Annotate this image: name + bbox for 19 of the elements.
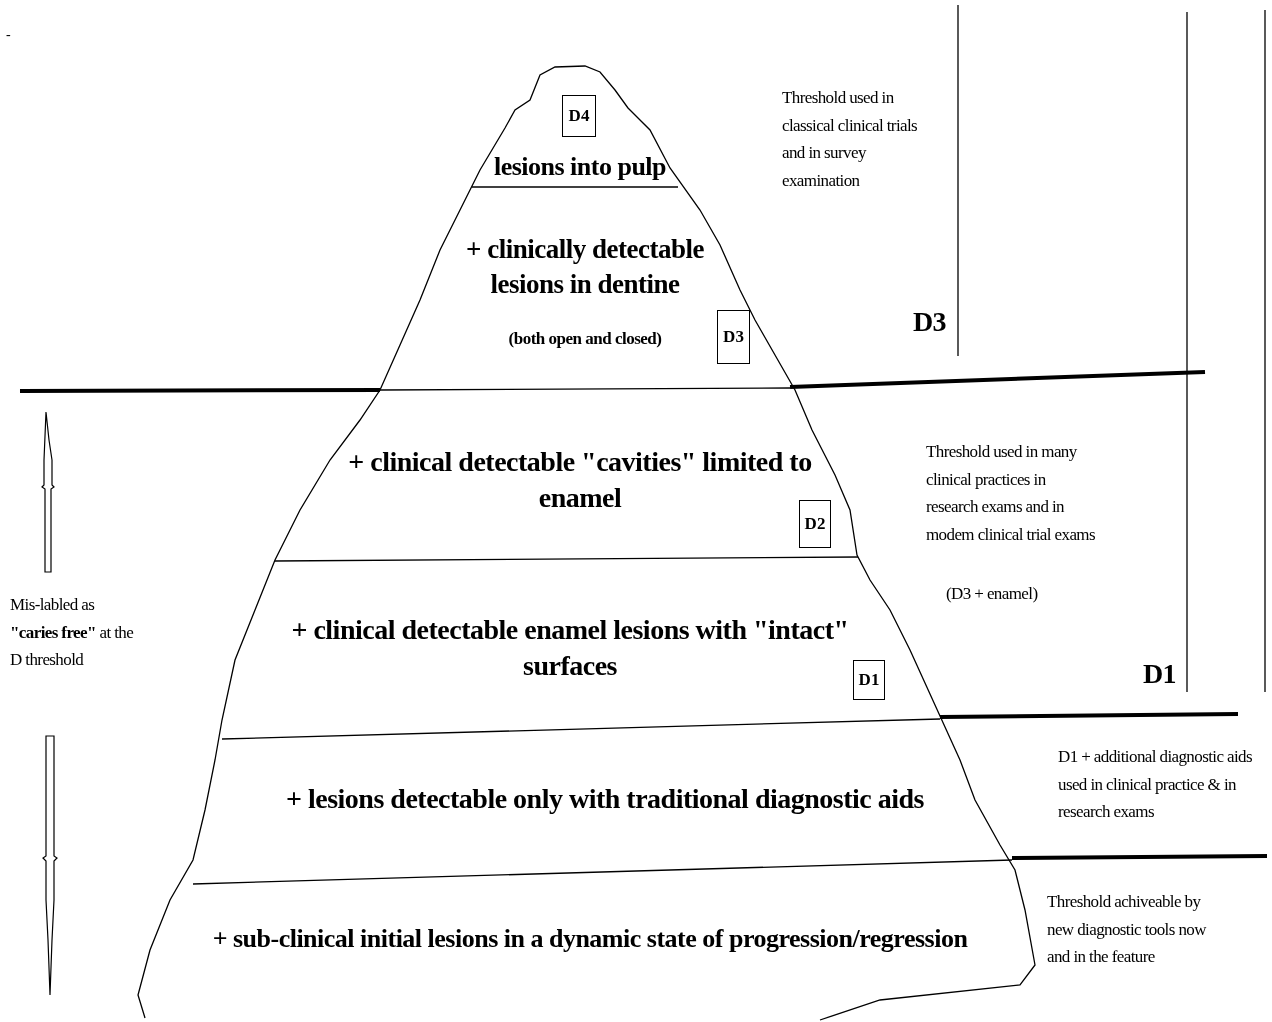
threshold-note: D1 + additional diagnostic aids used in clinical practice & in research exams — [1058, 746, 1253, 824]
layer-note: (both open and closed) — [507, 328, 663, 350]
layer-label: lesions into pulp — [492, 151, 668, 183]
threshold-note: Threshold used in many clinical practices in research exams and in modem clinical trial exams — [926, 441, 1096, 546]
threshold-tag: D1 — [853, 660, 885, 700]
threshold-name: D1 — [1143, 657, 1178, 691]
threshold-tag: D2 — [799, 500, 831, 548]
threshold-tag: D4 — [562, 95, 596, 137]
layer-label: + lesions detectable only with traditional diagnostic aids — [285, 782, 925, 816]
threshold-name: D3 — [913, 305, 948, 339]
layer-label: + clinical detectable enamel lesions with "intact" surfaces — [290, 613, 850, 684]
threshold-tag: D3 — [717, 310, 750, 364]
threshold-note: (D3 + enamel) — [946, 583, 1039, 605]
threshold-note: Threshold used in classical clinical trials and in survey examination — [782, 87, 919, 192]
side-note: Mis-labled as "caries free" at the D threshold — [10, 594, 135, 672]
stray-mark: - — [6, 26, 12, 44]
threshold-note: Threshold achiveable by new diagnostic tools now and in the feature — [1047, 891, 1207, 969]
layer-label: + sub-clinical initial lesions in a dynamic state of progression/regression — [211, 923, 969, 955]
layer-label: + clinically detectable lesions in dentine — [465, 233, 705, 302]
